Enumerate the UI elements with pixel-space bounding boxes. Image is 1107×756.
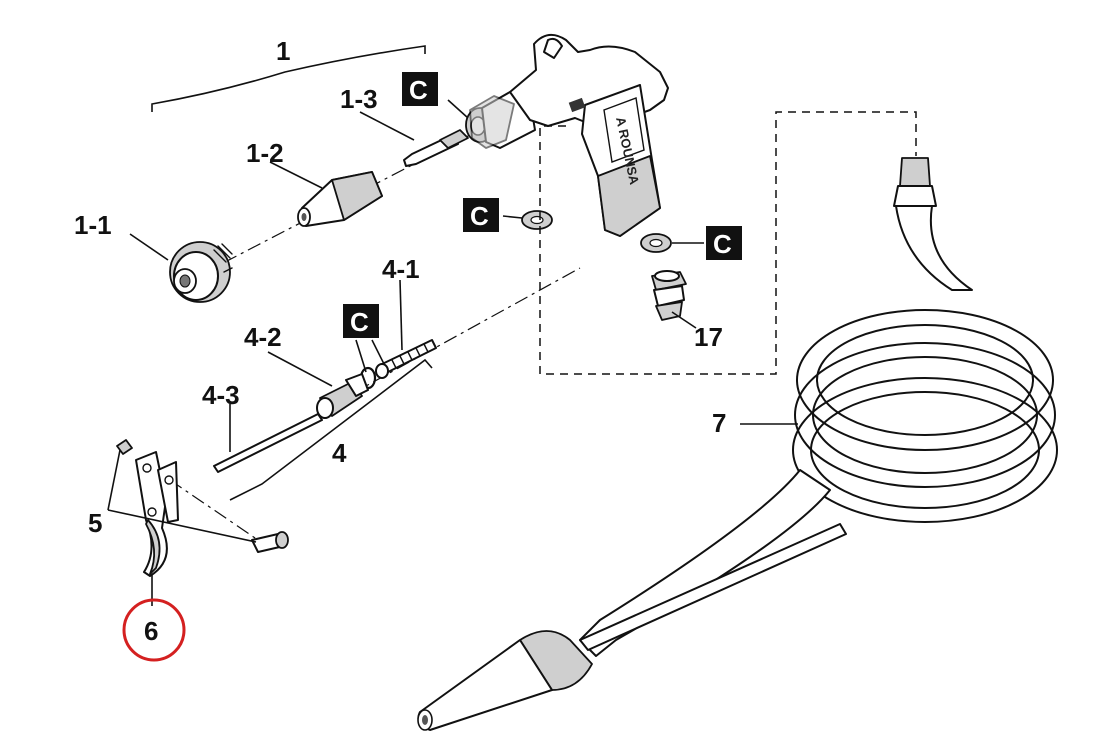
part-4-3-rod xyxy=(213,413,323,473)
part-5-pins xyxy=(116,439,289,553)
gun-body: A ROUNSA xyxy=(465,33,669,237)
part-6-trigger xyxy=(135,451,179,577)
group-4-leader xyxy=(229,267,581,501)
highlight-circle-part-6 xyxy=(122,598,186,662)
label-group-1: 1 xyxy=(276,36,290,66)
part-7-hose-wand xyxy=(417,157,1058,731)
hose-connection-path xyxy=(539,111,917,375)
callout-c-top: C xyxy=(402,72,438,106)
label-part-17: 17 xyxy=(694,322,723,352)
callout-c-right: C xyxy=(706,226,742,260)
label-part-6: 6 xyxy=(144,616,158,646)
group-1-bracket xyxy=(151,45,426,112)
callout-c-left: C xyxy=(463,198,499,232)
label-part-4-1: 4-1 xyxy=(382,254,420,284)
label-part-5: 5 xyxy=(88,508,102,538)
part-17-fitting xyxy=(651,270,687,321)
label-part-4-2: 4-2 xyxy=(244,322,282,352)
callout-c-valve: C xyxy=(343,304,379,338)
label-part-4-3: 4-3 xyxy=(202,380,240,410)
label-part-1-2: 1-2 xyxy=(246,138,284,168)
svg-text:C: C xyxy=(409,75,428,105)
part-1-1-nut xyxy=(169,241,233,303)
part-4-2-valve-nut xyxy=(316,373,369,419)
leader-lines xyxy=(107,99,798,606)
label-part-1-3: 1-3 xyxy=(340,84,378,114)
svg-text:C: C xyxy=(470,201,489,231)
svg-text:C: C xyxy=(713,229,732,259)
part-4-1-stem xyxy=(375,339,437,379)
label-group-4: 4 xyxy=(332,438,347,468)
label-part-1-1: 1-1 xyxy=(74,210,112,240)
washer-left xyxy=(521,210,553,230)
label-part-7: 7 xyxy=(712,408,726,438)
svg-text:C: C xyxy=(350,307,369,337)
washer-right xyxy=(640,233,672,253)
part-1-3-needle xyxy=(403,129,469,167)
part-1-2-nozzle-tip xyxy=(297,171,383,227)
